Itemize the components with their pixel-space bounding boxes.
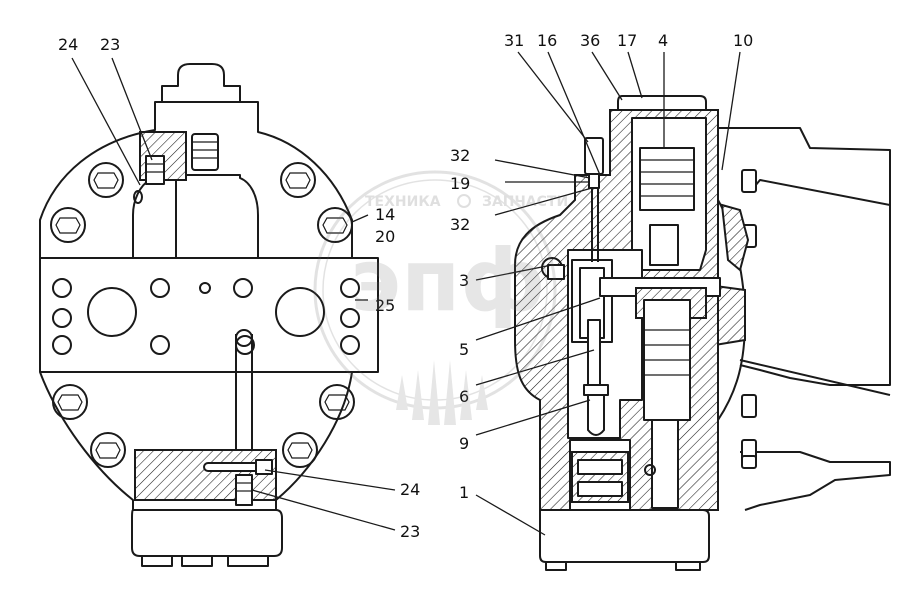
bolt-head [50, 207, 86, 243]
callout-31: 31 [504, 31, 524, 50]
bolt-head [280, 162, 316, 198]
watermark-logo: ТЕХНИКА ЗАПЧАСТИ эпф [313, 170, 568, 425]
callout-3: 3 [459, 271, 469, 290]
callout-25: 25 [375, 296, 395, 315]
callout-19: 19 [450, 174, 470, 193]
leader-lines [71, 51, 741, 536]
bolt-head [90, 432, 126, 468]
callout-36: 36 [580, 31, 600, 50]
callout-32-bottom: 32 [450, 215, 470, 234]
callout-6: 6 [459, 387, 469, 406]
watermark-brand-line1: ТЕХНИКА [365, 194, 441, 210]
callout-5: 5 [459, 340, 469, 359]
callout-32-top: 32 [450, 146, 470, 165]
callout-17: 17 [617, 31, 637, 50]
callout-23-top: 23 [100, 35, 120, 54]
bolt-head [52, 384, 88, 420]
wheat-icon [396, 360, 488, 425]
callout-1: 1 [459, 483, 469, 502]
bolt-head [282, 432, 318, 468]
callout-4: 4 [658, 31, 668, 50]
bolt-head [319, 384, 355, 420]
callout-labels: 24 23 24 23 14 20 25 32 19 32 3 5 6 9 1 … [58, 31, 753, 541]
callout-9: 9 [459, 434, 469, 453]
callout-24-top: 24 [58, 35, 78, 54]
right-view [514, 95, 891, 571]
bolt-head [88, 162, 124, 198]
callout-20: 20 [375, 227, 395, 246]
watermark-logo-text: эпф [350, 231, 546, 331]
bolt-head [317, 207, 353, 243]
callout-10: 10 [733, 31, 753, 50]
callout-14: 14 [375, 205, 395, 224]
callout-23-bottom: 23 [400, 522, 420, 541]
callout-16: 16 [537, 31, 557, 50]
gear-icon [457, 194, 471, 208]
callout-24-bottom: 24 [400, 480, 420, 499]
watermark-brand-line2: ЗАПЧАСТИ [482, 194, 568, 210]
left-view [39, 63, 379, 567]
